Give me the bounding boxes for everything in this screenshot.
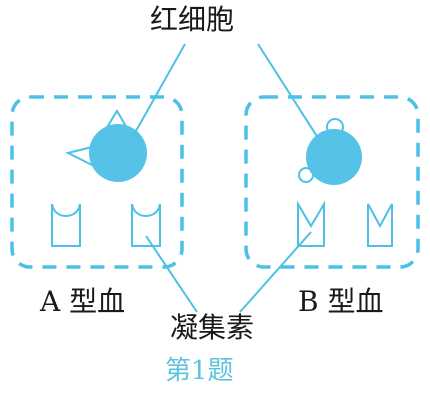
leader-cell-b [257, 43, 319, 139]
type-b-label: B 型血 [298, 285, 384, 318]
type-a-red-blood-cell [65, 109, 147, 182]
type-a-panel [10, 95, 184, 269]
agglutinin-b-2 [367, 203, 393, 247]
agglutinin-a-1 [51, 203, 81, 247]
figure-caption: 第1题 [165, 356, 234, 386]
leader-agglutinin-a [145, 235, 198, 313]
agglutinin-a-2 [131, 203, 161, 247]
type-b-red-blood-cell [298, 118, 362, 185]
agglutinin-b-1 [297, 200, 325, 247]
leader-cell-a [131, 43, 186, 139]
type-b-panel [244, 95, 420, 269]
red-blood-cell-label: 红细胞 [150, 3, 235, 36]
agglutinin-label: 凝集素 [170, 311, 255, 344]
leader-agglutinin-b [239, 231, 312, 313]
type-a-label: A 型血 [40, 285, 126, 318]
